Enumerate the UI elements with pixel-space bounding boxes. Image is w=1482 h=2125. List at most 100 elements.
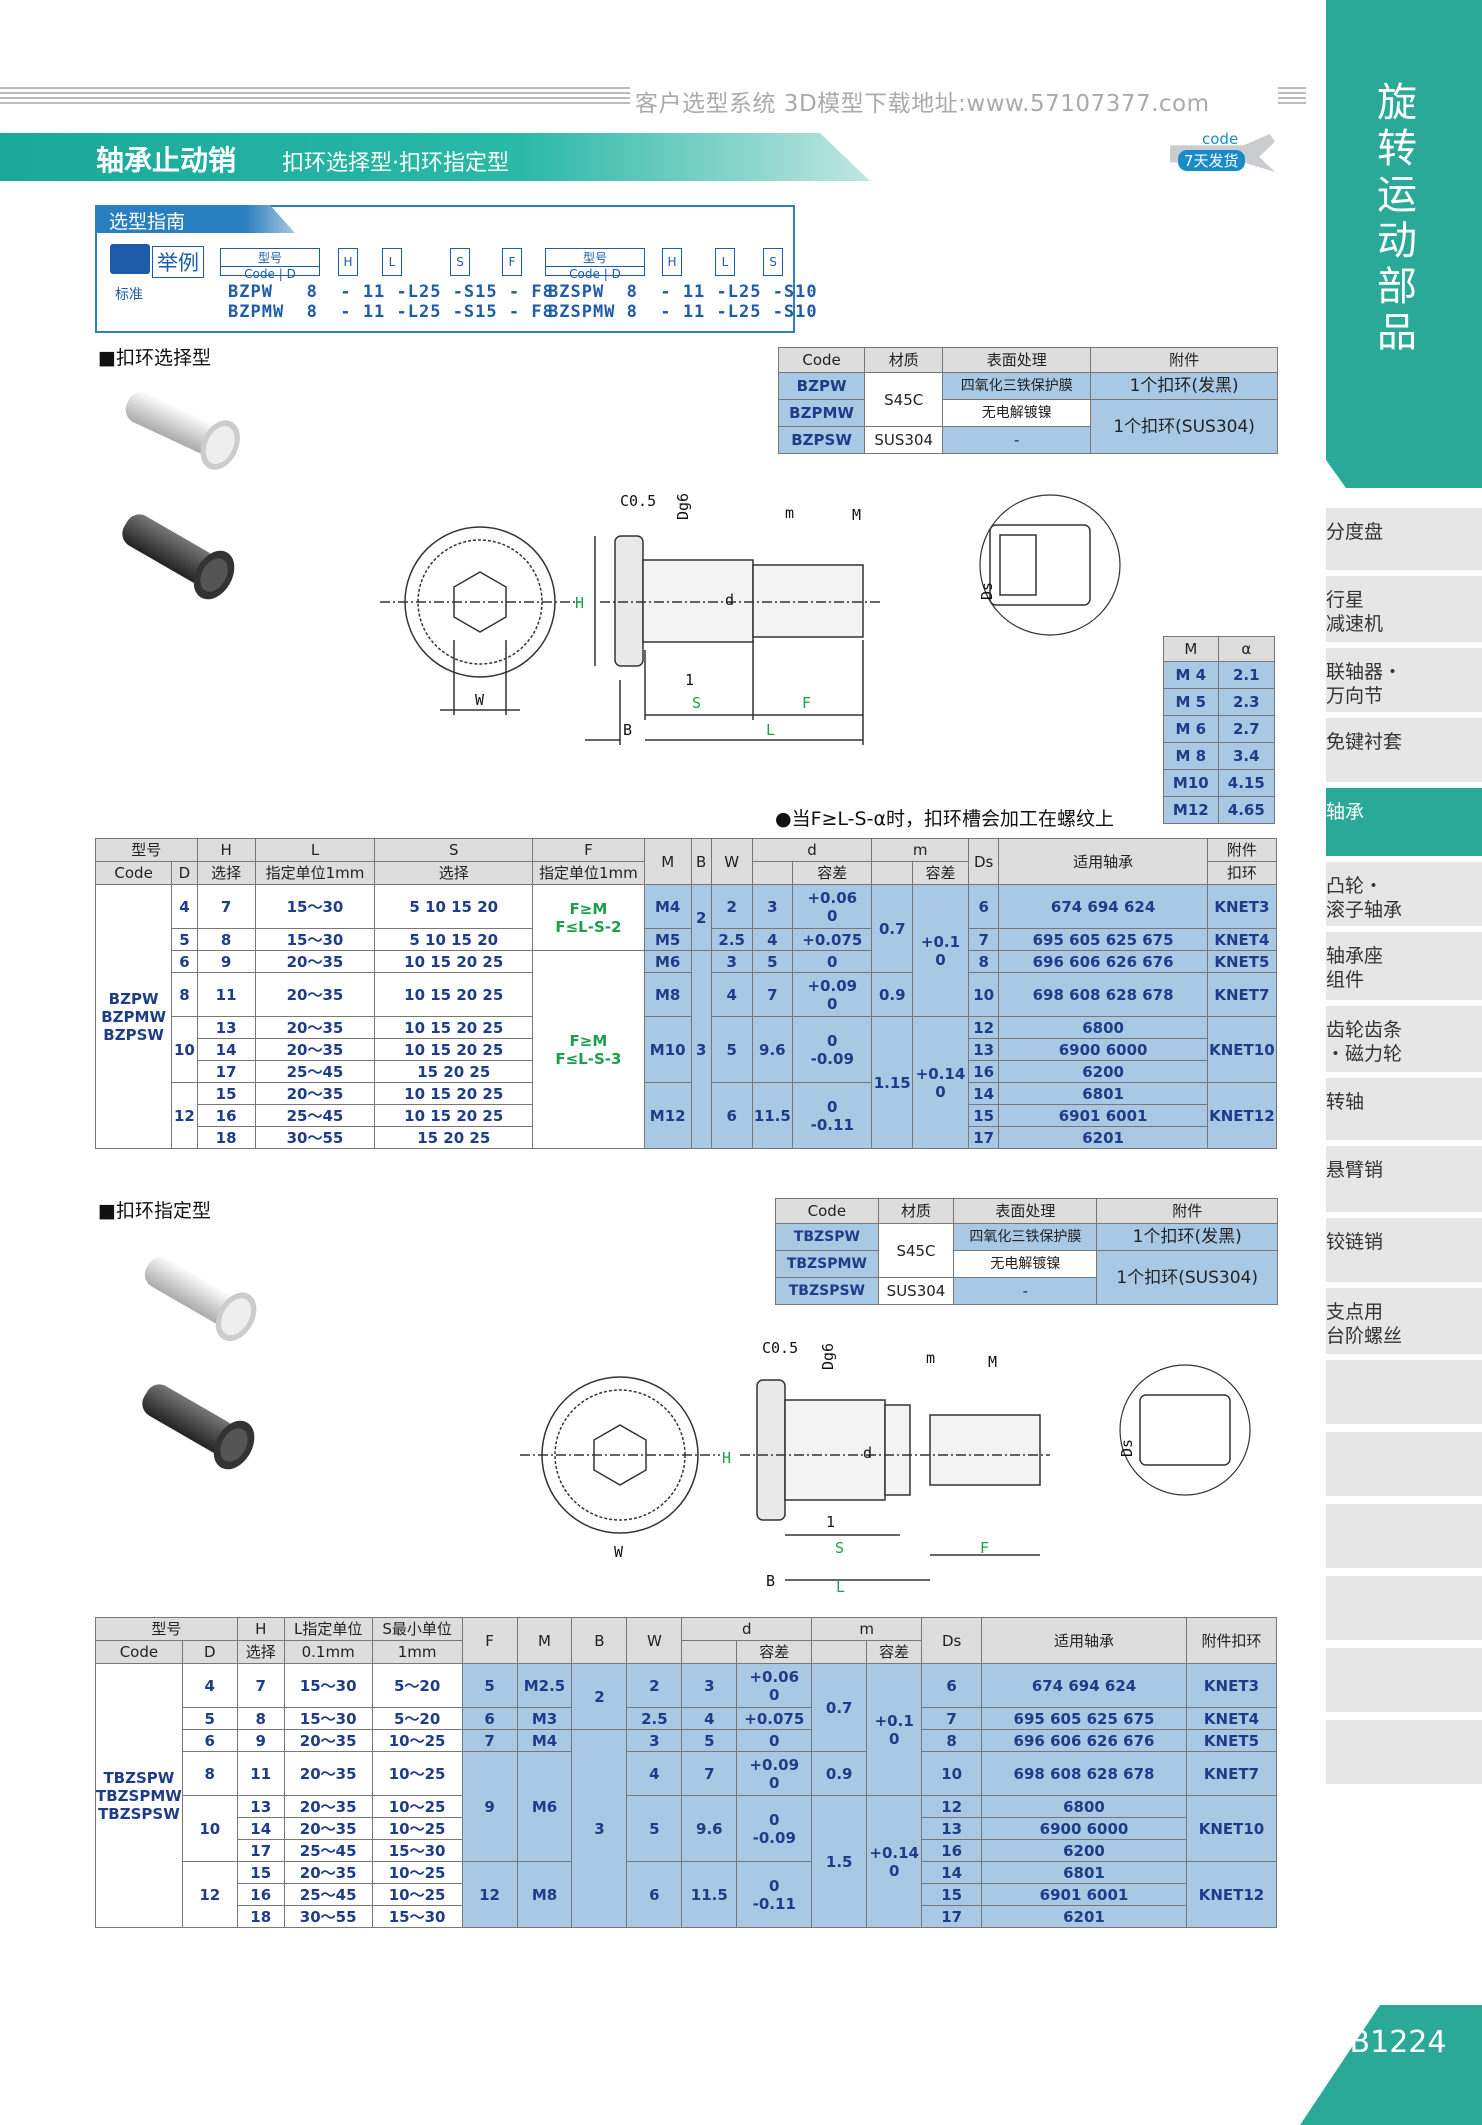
table-cell: 15～30 xyxy=(283,1663,373,1708)
table-cell: 15 xyxy=(967,1104,1000,1127)
table-cell: 5 xyxy=(181,1707,238,1730)
table-cell: 3 xyxy=(710,950,753,973)
ma-alpha: 2.3 xyxy=(1217,688,1276,716)
table-cell: 18 xyxy=(196,1126,256,1149)
table-cell: M12 xyxy=(643,1082,692,1149)
download-banner: 客户选型系统 3D模型下载地址:www.57107377.com xyxy=(0,84,1306,117)
table-cell: 11 xyxy=(196,972,256,1017)
table-cell: 6801 xyxy=(998,1082,1208,1105)
sidebar-item-label: 联轴器・ 万向节 xyxy=(1326,661,1403,707)
table-cell: 6 xyxy=(461,1707,518,1730)
table-cell: 20～35 xyxy=(283,1795,373,1818)
table-cell: 698 608 628 678 xyxy=(981,1751,1187,1796)
table-cell xyxy=(751,861,794,885)
table-cell: 10 xyxy=(967,972,1000,1017)
sidebar-item-6[interactable]: 轴承座 组件 xyxy=(1326,932,1482,1000)
table-cell: 指定单位1mm xyxy=(254,861,376,885)
table-cell: 25～45 xyxy=(283,1839,373,1862)
table-cell: 17 xyxy=(196,1060,256,1083)
sidebar-item-7[interactable]: 齿轮齿条 ・磁力轮 xyxy=(1326,1006,1482,1072)
table-cell: 4 xyxy=(171,884,198,929)
table-cell: 13 xyxy=(967,1038,1000,1061)
table-cell: 5 xyxy=(710,1016,753,1083)
table-cell: 10 15 20 25 xyxy=(374,950,533,973)
table-cell: 10～25 xyxy=(371,1729,463,1752)
sidebar-item-9[interactable]: 悬臂销 xyxy=(1326,1146,1482,1212)
table-cell: L xyxy=(254,838,376,862)
table-cell: 1mm xyxy=(371,1640,463,1664)
ma-alpha: 2.7 xyxy=(1217,715,1276,743)
table-cell: 指定单位1mm xyxy=(532,861,645,885)
table-cell: 8 xyxy=(196,928,256,951)
example-label: 举例 xyxy=(152,246,204,278)
table-cell: 20～35 xyxy=(254,1038,376,1061)
sidebar-item-8[interactable]: 转轴 xyxy=(1326,1078,1482,1140)
table-cell: 4 xyxy=(626,1751,683,1796)
table-cell: 6 xyxy=(171,950,198,973)
delivery-badge: code 7天发货 xyxy=(1170,130,1280,180)
table-cell: 10～25 xyxy=(371,1751,463,1796)
table-cell: 6 xyxy=(181,1729,238,1752)
table-cell: 20～35 xyxy=(254,972,376,1017)
table-cell: 15～30 xyxy=(283,1707,373,1730)
ma-alpha: 3.4 xyxy=(1217,742,1276,770)
table-cell: S最小单位 xyxy=(371,1617,463,1641)
table-cell: 14 xyxy=(967,1082,1000,1105)
label-W: W xyxy=(475,691,485,709)
ma-m: M10 xyxy=(1163,769,1219,797)
label2-Ds: Ds xyxy=(1118,1439,1136,1457)
table-cell: Code xyxy=(95,1640,183,1664)
sidebar-item-5[interactable]: 凸轮・ 滚子轴承 xyxy=(1326,862,1482,926)
table-cell: 13 xyxy=(236,1795,285,1818)
table-cell: 674 694 624 xyxy=(981,1663,1187,1708)
table-cell: 10 15 20 25 xyxy=(374,1038,533,1061)
sidebar-item-label: 转轴 xyxy=(1326,1091,1365,1113)
label2-dg6: Dg6 xyxy=(819,1343,837,1370)
table-cell: 11.5 xyxy=(681,1861,738,1928)
sidebar-item-2[interactable]: 联轴器・ 万向节 xyxy=(1326,648,1482,712)
table-cell: M10 xyxy=(643,1016,692,1083)
table-cell: 6901 6001 xyxy=(998,1104,1208,1127)
sidebar-item-label: 齿轮齿条 ・磁力轮 xyxy=(1326,1019,1403,1065)
table-cell: 15 xyxy=(921,1883,983,1906)
table-cell xyxy=(681,1640,738,1664)
label2-d: d xyxy=(863,1444,872,1462)
label-L: L xyxy=(766,721,775,739)
table-cell: 674 694 624 xyxy=(998,884,1208,929)
table-cell: 6801 xyxy=(981,1861,1187,1884)
sidebar-item-3[interactable]: 免键衬套 xyxy=(1326,718,1482,782)
label2-M: M xyxy=(988,1353,997,1371)
ma-m: M 6 xyxy=(1163,715,1219,743)
table-cell: M6 xyxy=(643,950,692,973)
table-cell: 5 10 15 20 xyxy=(374,928,533,951)
table-cell: 15 20 25 xyxy=(374,1060,533,1083)
table-cell: KNET3 xyxy=(1185,1663,1278,1708)
code-box-S: S xyxy=(450,248,470,276)
table-cell: M2.5 xyxy=(516,1663,573,1708)
table-cell: 附件 xyxy=(1206,838,1278,862)
table-cell: 696 606 626 676 xyxy=(998,950,1208,973)
sidebar-item-1[interactable]: 行星 减速机 xyxy=(1326,576,1482,642)
sidebar-item-11[interactable]: 支点用 台阶螺丝 xyxy=(1326,1288,1482,1354)
table-cell: 10 xyxy=(171,1016,198,1083)
table-cell: 20～35 xyxy=(283,1861,373,1884)
table-cell: M xyxy=(643,838,692,885)
table-cell: M5 xyxy=(643,928,692,951)
table-cell xyxy=(811,1640,868,1664)
sidebar-item-4[interactable]: 轴承 xyxy=(1326,788,1482,856)
table-cell: 25～45 xyxy=(283,1883,373,1906)
sidebar-item-10[interactable]: 铰链销 xyxy=(1326,1218,1482,1282)
table-cell: 1.15 xyxy=(871,1016,914,1149)
table-cell: F xyxy=(461,1617,518,1664)
table-cell: 20～35 xyxy=(283,1729,373,1752)
table-cell: 6 xyxy=(626,1861,683,1928)
sidebar-item-0[interactable]: 分度盘 xyxy=(1326,508,1482,570)
code-box-2-S: S xyxy=(763,248,783,276)
